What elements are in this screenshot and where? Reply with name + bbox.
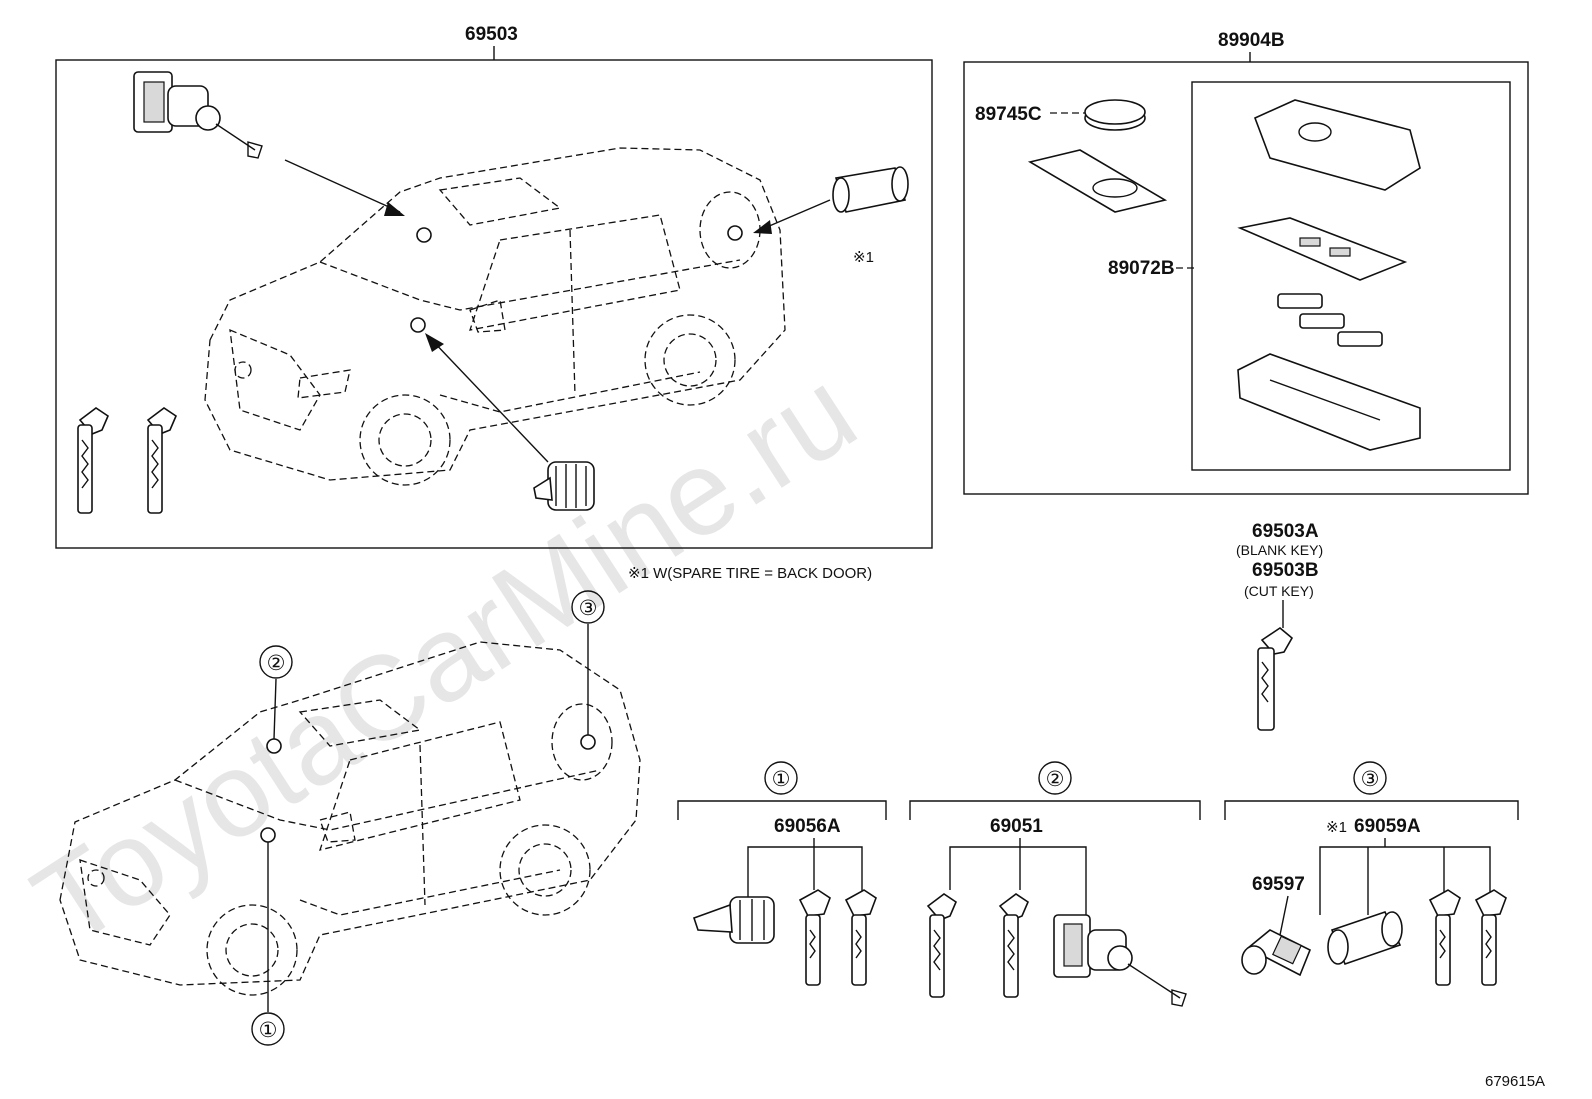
kit-2-callout: ② (1046, 768, 1065, 791)
key-icon (926, 893, 957, 998)
box-89904B (963, 61, 1529, 495)
smart-key-circuit-icon (1237, 217, 1408, 281)
back-door-cylinder-icon (832, 166, 909, 213)
vehicle-illustration-bottom (59, 641, 641, 996)
arrow-to-backdoor (759, 199, 831, 231)
callout-2[interactable]: ② (267, 652, 286, 675)
callout-dot-1 (260, 827, 276, 843)
callout-dot-2 (266, 738, 282, 754)
part-label-89072B[interactable]: 89072B (1108, 258, 1175, 279)
ref-note-1-kit: ※1 (1326, 819, 1347, 836)
battery-holder-icon (1027, 149, 1168, 213)
door-lock-actuator-icon (1053, 914, 1187, 1007)
group-69503A-69503B: 69503A (BLANK KEY) 69503B (CUT KEY) (1236, 521, 1323, 731)
vehicle-illustration-top (204, 147, 786, 486)
part-label-69051[interactable]: 69051 (990, 816, 1043, 837)
lock-cylinder-icon (692, 896, 775, 944)
key-icon (1474, 889, 1507, 986)
callout-3[interactable]: ③ (579, 597, 598, 620)
callout-dot-windshield (416, 227, 432, 243)
group-69503: 69503 (55, 24, 933, 549)
lock-barrel-icon (1241, 929, 1312, 977)
kit-1-callout: ① (772, 768, 791, 791)
key-icon (844, 889, 877, 986)
blank-key-label: (BLANK KEY) (1236, 542, 1323, 558)
group-kit-3: ③ ※1 69059A 69597 (1224, 761, 1519, 986)
box-69503 (55, 59, 933, 549)
part-label-69503[interactable]: 69503 (465, 24, 518, 45)
part-label-89904B[interactable]: 89904B (1218, 30, 1285, 51)
key-icon (1257, 627, 1294, 731)
spare-tire-note: ※1 W(SPARE TIRE = BACK DOOR) (628, 565, 872, 582)
group-kit-2: ② 69051 (909, 761, 1201, 1007)
callout-dot-frontdoor (410, 317, 426, 333)
smart-key-housing-bottom-icon (1237, 353, 1421, 451)
lock-cylinder-icon (533, 461, 595, 511)
kit-3-callout: ③ (1361, 768, 1380, 791)
key-icon (798, 889, 831, 986)
key-icon (1428, 889, 1461, 986)
door-lock-actuator-icon (133, 71, 263, 159)
arrow-to-windshield (284, 159, 401, 213)
callout-dot-3 (580, 734, 596, 750)
cut-key-label: (CUT KEY) (1244, 583, 1314, 599)
ref-note-1: ※1 (853, 249, 874, 266)
callout-dot-backdoor (727, 225, 743, 241)
key-icon (146, 407, 177, 514)
part-label-69059A[interactable]: 69059A (1354, 816, 1421, 837)
group-89904B: 89904B 89745C 89072B (963, 30, 1529, 495)
diagram-code: 679615A (1485, 1073, 1545, 1090)
smart-key-buttons-icon (1277, 293, 1383, 347)
arrow-to-frontdoor (429, 337, 549, 463)
part-label-69597[interactable]: 69597 (1252, 874, 1305, 895)
key-icon (77, 407, 109, 514)
smart-key-housing-top-icon (1253, 99, 1421, 191)
battery-icon (1084, 99, 1146, 131)
box-smart-key (1191, 81, 1511, 471)
key-icon (998, 893, 1029, 998)
callout-1[interactable]: ① (259, 1019, 278, 1042)
part-label-69503A[interactable]: 69503A (1252, 521, 1319, 542)
part-label-69503B[interactable]: 69503B (1252, 560, 1319, 581)
part-label-89745C[interactable]: 89745C (975, 104, 1042, 125)
part-label-69056A[interactable]: 69056A (774, 816, 841, 837)
back-door-cylinder-icon (1327, 911, 1403, 966)
group-kit-1: ① 69056A (677, 761, 887, 986)
